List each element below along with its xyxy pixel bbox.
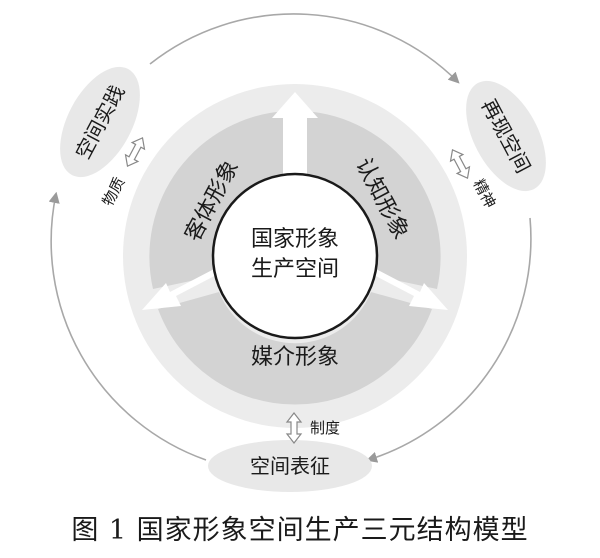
sector-bottom-label: 媒介形象 (251, 345, 339, 370)
link-bottom: 制度 (285, 412, 340, 444)
center-circle (211, 172, 379, 340)
arc-left-to-right (149, 13, 460, 84)
node-bottom-ellipse (208, 440, 372, 492)
separator-arrow-right (368, 268, 448, 310)
separator-arrow-top (272, 92, 318, 176)
node-left-ellipse (60, 66, 140, 178)
separator-arrows (142, 92, 448, 310)
outer-cycle-arrows (48, 13, 532, 463)
figure-caption: 图 1 国家形象空间生产三元结构模型 (71, 515, 529, 546)
sector-bottom-shape (158, 292, 432, 405)
link-left-label: 物质 (99, 174, 129, 209)
sector-ring (149, 111, 441, 405)
center-line-2: 生产空间 (251, 257, 339, 282)
double-arrow-right-icon (449, 149, 471, 179)
double-arrow-bottom-icon (285, 412, 303, 444)
diagram-canvas: 国家形象 生产空间 客体形象 认知形象 媒介形象 空间实践 再现空间 空间表征 … (48, 13, 546, 492)
sector-right-shape (304, 111, 441, 289)
arc-right-to-bottom (365, 217, 532, 463)
link-right-label: 精神 (469, 176, 499, 211)
sector-left-shape (149, 111, 286, 289)
node-left: 空间实践 (60, 66, 140, 178)
double-arrow-left-icon (124, 137, 146, 167)
node-bottom: 空间表征 (208, 440, 372, 492)
node-bottom-label: 空间表征 (250, 454, 330, 478)
separator-arrow-left (142, 268, 222, 310)
node-right: 再现空间 (466, 80, 546, 192)
link-bottom-label: 制度 (310, 419, 340, 437)
center-line-1: 国家形象 (251, 227, 339, 252)
node-right-ellipse (466, 80, 546, 192)
arc-bottom-to-left (48, 191, 207, 461)
